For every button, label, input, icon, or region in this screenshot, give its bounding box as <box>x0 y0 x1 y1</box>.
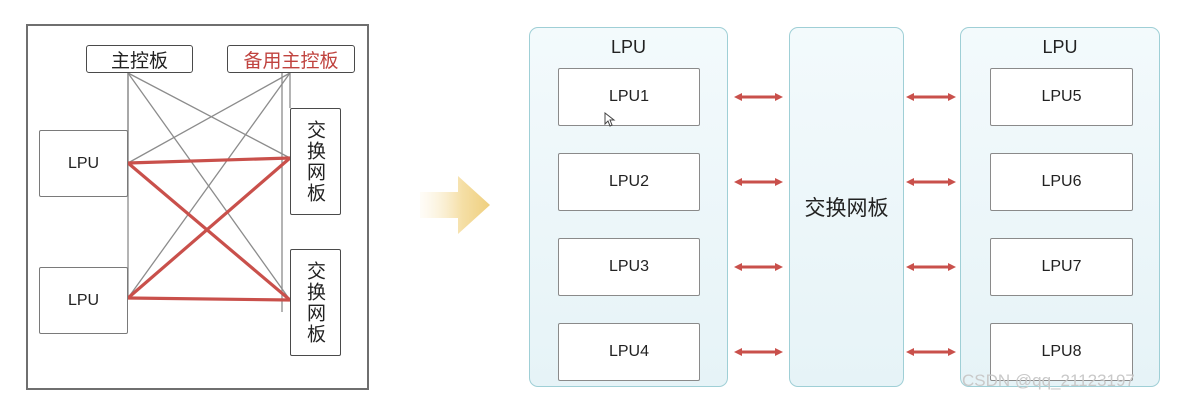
card-lpu2: LPU2 <box>558 153 700 211</box>
lpu-panel-right-title: LPU <box>1042 37 1078 57</box>
gray-link <box>127 72 291 299</box>
card-lpu4: LPU4 <box>558 323 700 381</box>
lpu-panel-left-title: LPU <box>610 37 646 57</box>
mouse-cursor-icon <box>604 112 616 127</box>
card-lpu8-label: LPU8 <box>1041 343 1082 360</box>
switch-board-bottom: 交换网板 <box>290 249 341 356</box>
card-lpu4-label: LPU4 <box>608 343 650 360</box>
red-link <box>126 161 292 302</box>
card-lpu6-label: LPU6 <box>1041 173 1082 190</box>
switch-board-bottom-label: 交换网板 <box>304 260 326 345</box>
switch-board-top: 交换网板 <box>290 108 341 215</box>
lpu-bottom-box: LPU <box>39 267 128 334</box>
switch-fabric-label: 交换网板 <box>804 196 889 220</box>
card-lpu6: LPU6 <box>990 153 1133 211</box>
card-lpu1: LPU1 <box>558 68 700 126</box>
switch-board-top-label: 交换网板 <box>304 119 326 204</box>
gray-link <box>127 72 291 164</box>
card-lpu7-label: LPU7 <box>1041 258 1082 275</box>
main-control-board: 主控板 <box>86 45 193 73</box>
lpu-top-box: LPU <box>39 130 128 197</box>
lpu-bottom-label: LPU <box>67 291 100 309</box>
card-lpu3: LPU3 <box>558 238 700 296</box>
card-lpu1-label: LPU1 <box>608 88 650 105</box>
card-lpu8: LPU8 <box>990 323 1133 381</box>
card-lpu2-label: LPU2 <box>608 173 650 190</box>
main-control-board-label: 主控板 <box>110 49 168 72</box>
red-link <box>127 156 291 165</box>
card-lpu5: LPU5 <box>990 68 1133 126</box>
backup-control-board-label: 备用主控板 <box>243 49 339 72</box>
card-lpu3-label: LPU3 <box>608 258 650 275</box>
watermark-text: CSDN @qq_21123197 <box>962 371 1135 390</box>
lpu-top-label: LPU <box>67 154 100 172</box>
card-lpu7: LPU7 <box>990 238 1133 296</box>
backup-control-board: 备用主控板 <box>227 45 355 73</box>
gray-link <box>127 72 291 159</box>
red-link <box>127 296 291 302</box>
card-lpu5-label: LPU5 <box>1041 88 1082 105</box>
red-link <box>126 156 292 300</box>
transition-arrow-icon <box>420 176 490 234</box>
switch-fabric-panel: 交换网板 <box>789 27 904 387</box>
